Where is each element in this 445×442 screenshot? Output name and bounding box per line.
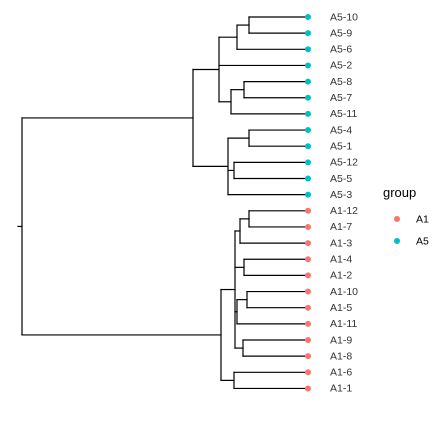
tip-label: A5-4 — [330, 124, 352, 136]
tip-label: A5-8 — [330, 76, 352, 88]
tip-point — [305, 272, 311, 279]
tip-point — [305, 304, 311, 311]
tip-point — [305, 143, 311, 150]
tip-point — [305, 320, 311, 327]
tip-point — [305, 369, 311, 376]
tip-point — [305, 94, 311, 101]
tip-point — [305, 127, 311, 134]
tip-label: A5-10 — [330, 11, 358, 23]
tip-point — [305, 30, 311, 37]
tip-point — [305, 14, 311, 20]
tip-point — [305, 78, 311, 85]
tip-label: A5-5 — [330, 173, 352, 185]
tip-label: A1-3 — [330, 237, 352, 249]
legend-label-a5: A5 — [416, 235, 429, 247]
tip-point — [305, 46, 311, 53]
legend-key-a1 — [394, 216, 400, 222]
tip-label: A1-8 — [330, 350, 352, 362]
tip-point — [305, 159, 311, 166]
tip-point — [305, 353, 311, 360]
legend-title: group — [383, 185, 416, 200]
tip-label: A1-2 — [330, 270, 352, 282]
tip-label: A5-9 — [330, 27, 352, 39]
tip-point — [305, 240, 311, 247]
tip-point — [305, 288, 311, 295]
tip-label: A5-12 — [330, 157, 358, 169]
tip-label: A1-6 — [330, 367, 352, 379]
tip-label: A5-2 — [330, 60, 352, 72]
tip-point — [305, 223, 311, 230]
tip-point — [305, 110, 311, 117]
tip-point — [305, 337, 311, 343]
tip-label: A5-3 — [330, 189, 352, 201]
tip-point — [305, 62, 311, 69]
tip-points — [305, 14, 311, 392]
tip-label: A1-1 — [330, 383, 352, 395]
tip-label: A1-10 — [330, 286, 358, 298]
tip-label: A1-9 — [330, 334, 352, 346]
legend-label-a1: A1 — [416, 213, 429, 225]
legend-key-a5 — [394, 238, 400, 244]
tip-label: A5-11 — [330, 108, 357, 120]
tip-point — [305, 175, 311, 182]
tip-point — [305, 385, 311, 392]
tip-label: A1-12 — [330, 205, 358, 217]
tip-point — [305, 207, 311, 214]
tree-branches — [17, 16, 309, 390]
tip-label: A1-11 — [330, 318, 357, 330]
tip-label: A5-7 — [330, 92, 352, 104]
tip-label: A5-6 — [330, 44, 352, 56]
tip-label: A5-1 — [330, 140, 352, 152]
tip-labels: A5-10A5-9A5-6A5-2A5-8A5-7A5-11A5-4A5-1A5… — [330, 11, 358, 394]
tip-label: A1-5 — [330, 302, 352, 314]
tip-label: A1-7 — [330, 221, 352, 233]
tip-point — [305, 256, 311, 263]
tip-label: A1-4 — [330, 254, 352, 266]
tip-point — [305, 191, 311, 198]
